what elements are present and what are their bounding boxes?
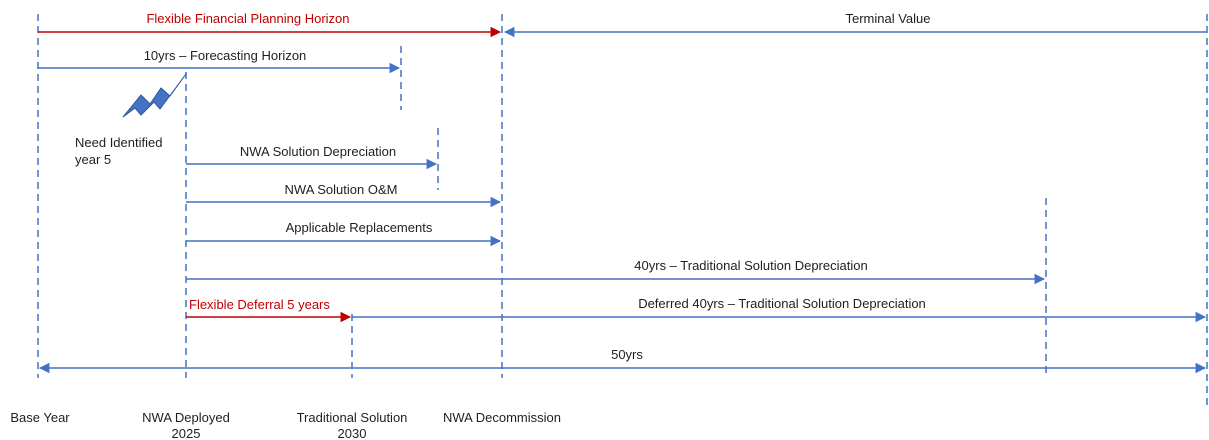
marker-traditional-solution-year: 2030	[338, 426, 367, 440]
need-identified-line2: year 5	[75, 152, 111, 167]
marker-nwa-decommission: NWA Decommission	[443, 410, 561, 425]
marker-nwa-deployed-year: 2025	[172, 426, 201, 440]
need-identified-line1: Need Identified	[75, 135, 162, 150]
replacements-label: Applicable Replacements	[286, 220, 433, 235]
total-span-label: 50yrs	[611, 347, 643, 362]
flexible-deferral-label: Flexible Deferral 5 years	[189, 297, 330, 312]
marker-nwa-deployed: NWA Deployed	[142, 410, 230, 425]
marker-traditional-solution: Traditional Solution	[297, 410, 408, 425]
nwa-om-label: NWA Solution O&M	[285, 182, 398, 197]
flexible-planning-label: Flexible Financial Planning Horizon	[146, 11, 349, 26]
trad-depreciation-label: 40yrs – Traditional Solution Depreciatio…	[634, 258, 867, 273]
forecasting-label: 10yrs – Forecasting Horizon	[144, 48, 307, 63]
marker-base-year: Base Year	[10, 410, 70, 425]
terminal-value-label: Terminal Value	[845, 11, 930, 26]
deferred-trad-depreciation-label: Deferred 40yrs – Traditional Solution De…	[638, 296, 926, 311]
lightning-bolt-icon	[122, 73, 187, 118]
nwa-depreciation-label: NWA Solution Depreciation	[240, 144, 396, 159]
